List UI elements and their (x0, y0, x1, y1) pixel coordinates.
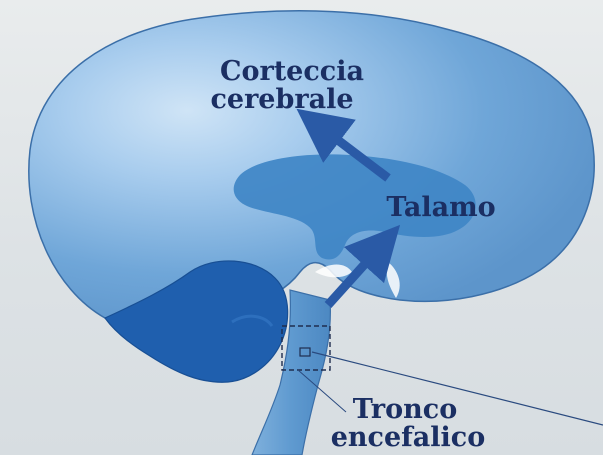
label-corteccia-line1: Corteccia (220, 56, 364, 87)
label-talamo: Talamo (386, 192, 495, 223)
label-corteccia-line2: cerebrale (210, 84, 353, 115)
label-tronco-line1: Tronco (353, 394, 457, 425)
label-tronco-line2: encefalico (331, 422, 486, 453)
